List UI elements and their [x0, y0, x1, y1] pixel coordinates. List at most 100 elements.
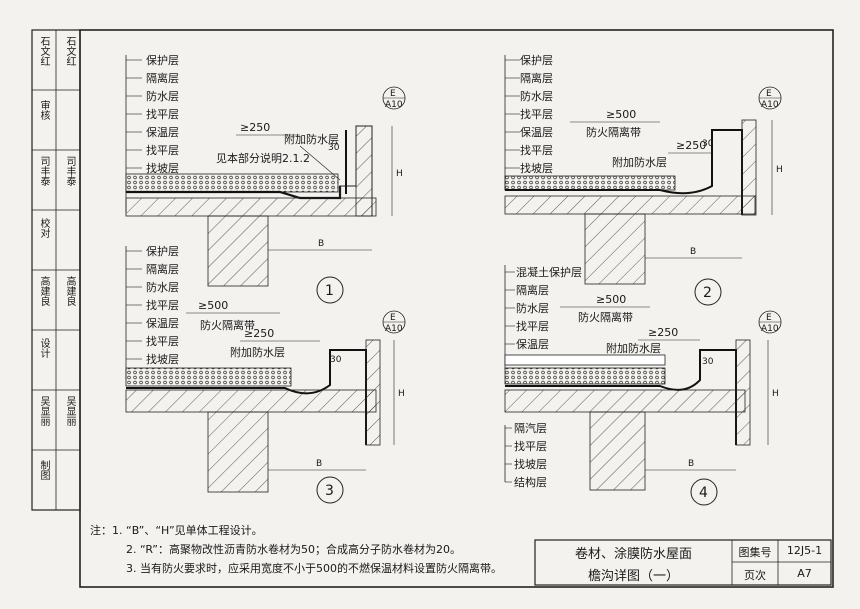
detail-3: 保护层 隔离层 防水层 找平层 保温层 找平层 找坡层 ≥500 防火隔离带 ≥… — [125, 244, 406, 504]
detail-1: 保护层 隔离层 防水层 找平层 保温层 找平层 找坡层 ≥250 附加防水层 见… — [125, 53, 406, 304]
d3-dim-500: ≥500 — [198, 299, 228, 312]
d4-dim-250: ≥250 — [648, 326, 678, 339]
d1-layer-1: 保护层 — [146, 53, 179, 67]
d4-dim-30: 30 — [702, 357, 714, 367]
d1-layer-7: 找坡层 — [146, 161, 179, 175]
d2-ref-bottom: A10 — [761, 100, 779, 110]
side-label-7: 吴显丽 — [38, 396, 49, 426]
d2-dim-500: ≥500 — [606, 108, 636, 121]
side-label-1: 石文红 — [38, 36, 49, 66]
d2-dim-30: 30 — [702, 139, 714, 149]
d4-layer-bottom-2: 找平层 — [514, 439, 547, 453]
drawing-title-line1: 卷材、涂膜防水屋面 — [574, 547, 692, 562]
side-label-5: 高建良 — [38, 276, 49, 306]
d2-dim-H: H — [776, 165, 783, 175]
d4-dim-B: B — [688, 459, 694, 469]
atlas-value: 12J5-1 — [786, 544, 823, 557]
side-block-dividers — [32, 89, 80, 451]
drawing-title-line2: 檐沟详图（一） — [587, 569, 679, 584]
d3-dim-H: H — [398, 389, 405, 399]
page-label: 页次 — [744, 569, 766, 582]
d1-layer-4: 找平层 — [146, 107, 179, 121]
d1-dim-30: 30 — [328, 143, 340, 153]
d4-layer-bottom-1: 隔汽层 — [514, 421, 547, 435]
d4-layer-top-1: 混凝土保护层 — [516, 265, 582, 279]
side-label-8: 制图 — [38, 460, 49, 480]
note-1: 注：1. “B”、“H”见单体工程设计。 — [90, 524, 263, 537]
notes-block: 注：1. “B”、“H”见单体工程设计。 2. “R”：高聚物改性沥青防水卷材为… — [90, 521, 530, 578]
title-block-grid — [534, 539, 832, 586]
d4-number: 4 — [699, 485, 708, 501]
d4-ref-top: E — [766, 313, 772, 323]
d3-dim-250: ≥250 — [244, 327, 274, 340]
d2-dim-B: B — [690, 247, 696, 257]
note-2: 2. “R”：高聚物改性沥青防水卷材为50；合成高分子防水卷材为20。 — [126, 543, 461, 556]
d2-layer-2: 隔离层 — [520, 71, 553, 85]
d2-extra-layer: 附加防水层 — [612, 155, 667, 169]
d3-ref-top: E — [390, 313, 396, 323]
d4-layer-top-2: 隔离层 — [516, 283, 549, 297]
d4-dim-H: H — [772, 389, 779, 399]
d4-extra-layer: 附加防水层 — [606, 341, 661, 355]
side-sign-7: 吴显丽 — [64, 396, 75, 426]
d3-layer-3: 防水层 — [146, 280, 179, 294]
d4-ref-bottom: A10 — [761, 324, 779, 334]
d4-fire-band: 防火隔离带 — [578, 310, 633, 324]
d3-extra-layer: 附加防水层 — [230, 345, 285, 359]
d1-layer-5: 保温层 — [146, 125, 179, 139]
d2-layer-5: 保温层 — [520, 125, 553, 139]
note-3: 3. 当有防火要求时，应采用宽度不小于500的不燃保温材料设置防火隔离带。 — [126, 562, 502, 575]
d3-dim-30: 30 — [330, 355, 342, 365]
d1-note-ref: 见本部分说明2.1.2 — [216, 151, 310, 165]
side-sign-3: 司丰泰 — [64, 156, 75, 186]
d1-ref-top: E — [390, 89, 396, 99]
d3-layer-6: 找平层 — [146, 334, 179, 348]
d2-layer-7: 找坡层 — [520, 161, 553, 175]
d3-layer-7: 找坡层 — [146, 352, 179, 366]
d4-layer-top-3: 防水层 — [516, 301, 549, 315]
detail-2: 保护层 隔离层 防水层 找平层 保温层 找平层 找坡层 ≥500 防火隔离带 ≥… — [504, 53, 783, 306]
d3-layer-5: 保温层 — [146, 316, 179, 330]
side-label-3: 司丰泰 — [38, 156, 49, 186]
d1-dim-250: ≥250 — [240, 121, 270, 134]
side-label-2: 审核 — [38, 100, 49, 120]
d2-fire-band: 防火隔离带 — [586, 125, 641, 139]
d2-ref-top: E — [766, 89, 772, 99]
d1-layer-3: 防水层 — [146, 89, 179, 103]
d3-layer-1: 保护层 — [146, 244, 179, 258]
d3-fire-band: 防火隔离带 — [200, 318, 255, 332]
d2-layer-4: 找平层 — [520, 107, 553, 121]
d1-number: 1 — [325, 283, 334, 299]
side-sign-5: 高建良 — [64, 276, 75, 306]
d1-dim-H: H — [396, 169, 403, 179]
d3-dim-B: B — [316, 459, 322, 469]
d4-dim-500: ≥500 — [596, 293, 626, 306]
side-sign-1: 石文红 — [64, 36, 75, 66]
title-block: 卷材、涂膜防水屋面 檐沟详图（一） 图集号 12J5-1 页次 A7 — [535, 540, 831, 585]
page-value: A7 — [797, 567, 812, 580]
side-label-4: 校对 — [38, 218, 49, 238]
d2-dim-250: ≥250 — [676, 139, 706, 152]
d3-ref-bottom: A10 — [385, 324, 403, 334]
d1-layer-6: 找平层 — [146, 143, 179, 157]
d3-layer-4: 找平层 — [146, 298, 179, 312]
d1-dim-B: B — [318, 239, 324, 249]
side-label-6: 设计 — [38, 338, 49, 358]
d2-layer-6: 找平层 — [520, 143, 553, 157]
d1-ref-bottom: A10 — [385, 100, 403, 110]
d3-number: 3 — [325, 483, 334, 499]
d4-layer-bottom-3: 找坡层 — [514, 457, 547, 471]
d1-layer-2: 隔离层 — [146, 71, 179, 85]
d1-extra-layer: 附加防水层 — [284, 132, 339, 146]
d4-layer-bottom-4: 结构层 — [514, 475, 547, 489]
d3-layer-2: 隔离层 — [146, 262, 179, 276]
d2-layer-1: 保护层 — [520, 53, 553, 67]
detail-4: 混凝土保护层 隔离层 防水层 找平层 保温层 隔汽层 找平层 找坡层 结构层 ≥… — [504, 265, 782, 506]
d2-number: 2 — [703, 285, 712, 301]
side-signature-block: 石文红 石文红 审核 司丰泰 司丰泰 校对 高建良 高建良 设计 吴显丽 吴显丽… — [32, 30, 80, 510]
d4-layer-top-5: 保温层 — [516, 337, 549, 351]
d4-layer-top-4: 找平层 — [516, 319, 549, 333]
d2-layer-3: 防水层 — [520, 89, 553, 103]
outer-frame — [79, 29, 834, 588]
